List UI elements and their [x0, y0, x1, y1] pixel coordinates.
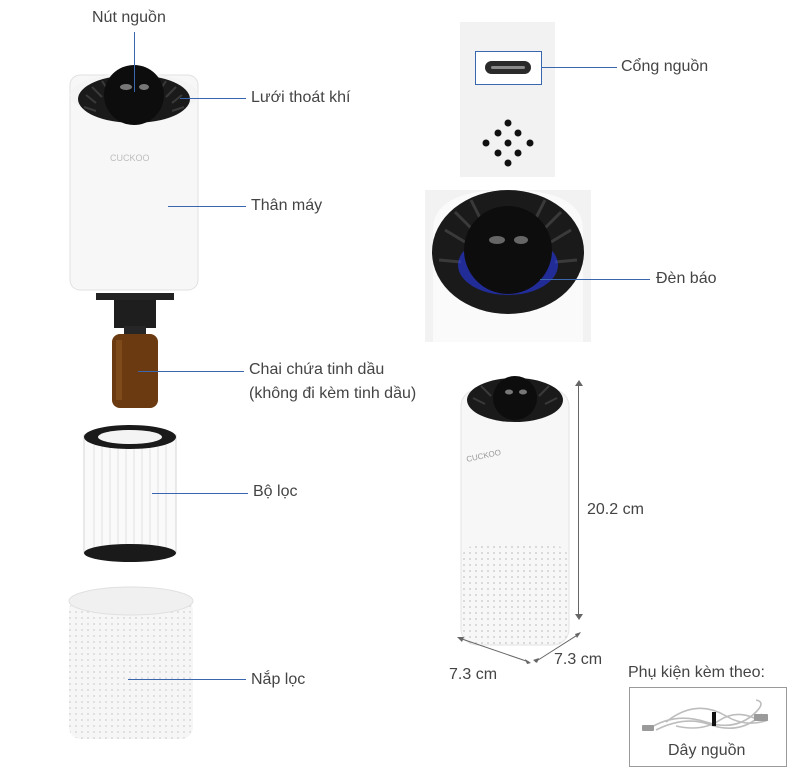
filter-label: Bộ lọc [253, 483, 298, 500]
brand-logo: CUCKOO [110, 153, 150, 163]
device-body-image: CUCKOO [69, 65, 199, 300]
filter-leader [152, 493, 248, 494]
power-cable-label: Dây nguồn [668, 742, 746, 759]
oil-bottle-label-line2: (không đi kèm tinh dầu) [249, 385, 417, 402]
power-port-highlight [475, 51, 542, 85]
body-label: Thân máy [251, 197, 323, 214]
power-port-panel [460, 22, 555, 177]
width-label: 7.3 cm [449, 666, 498, 683]
indicator-label: Đèn báo [656, 270, 717, 287]
indicator-leader [540, 279, 650, 280]
vent-holes-icon [482, 119, 534, 167]
power-port-label: Cổng nguồn [621, 58, 709, 75]
accessories-title: Phụ kiện kèm theo: [628, 664, 765, 681]
assembled-device-image: CUCKOO [460, 376, 570, 646]
base-dimension-lines [457, 632, 581, 664]
indicator-panel [425, 190, 591, 342]
filter-cover-leader [128, 679, 246, 680]
accessories-box: Dây nguồn [629, 687, 787, 767]
oil-bottle-image [112, 300, 158, 408]
depth-label: 7.3 cm [554, 651, 603, 668]
filter-cover-image [68, 586, 194, 739]
indicator-closeup-image [432, 190, 584, 342]
height-label: 20.2 cm [587, 501, 644, 518]
usb-c-port-icon [485, 61, 531, 74]
body-leader [168, 206, 246, 207]
air-outlet-leader [180, 98, 246, 99]
power-port-leader [541, 67, 617, 68]
height-dimension-line [578, 383, 579, 616]
power-button-label: Nút nguồn [92, 9, 166, 26]
height-arrow-bottom [575, 614, 583, 620]
oil-bottle-leader [138, 371, 244, 372]
height-arrow-top [575, 380, 583, 386]
oil-bottle-label-line1: Chai chứa tinh dầu [249, 361, 385, 378]
filter-image [83, 425, 177, 562]
power-cable-icon [642, 699, 769, 731]
air-outlet-label: Lưới thoát khí [251, 89, 351, 106]
filter-cover-label: Nắp lọc [251, 671, 306, 688]
power-button-leader [134, 32, 135, 92]
